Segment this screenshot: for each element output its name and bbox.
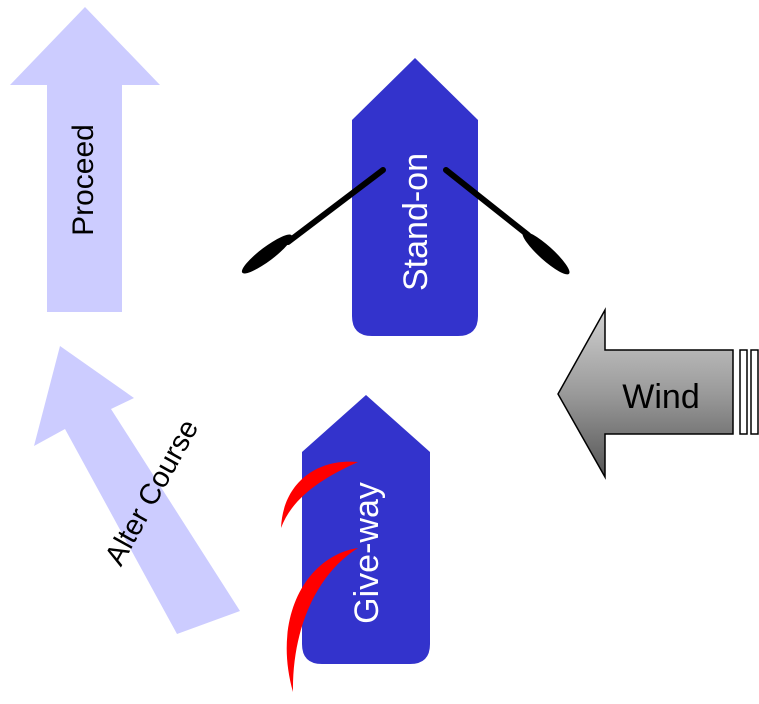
proceed-arrow-shape [10, 7, 160, 312]
proceed-label: Proceed [67, 124, 100, 236]
stand-on-hull [352, 58, 478, 336]
oar-icon [241, 167, 386, 274]
wind-tail-bar [750, 349, 759, 435]
paddle-stroke-icon [286, 548, 358, 692]
oar-icon [443, 167, 570, 275]
give-way-label: Give-way [348, 482, 386, 624]
proceed-arrow: Proceed [10, 7, 160, 312]
alter-course-arrow: Alter Course [34, 346, 240, 634]
give-way-hull [302, 395, 430, 664]
wind-arrow: Wind [557, 307, 759, 480]
paddle-stroke-icon [281, 461, 358, 528]
wind-label: Wind [622, 378, 699, 416]
stand-on-label: Stand-on [397, 153, 435, 291]
give-way-boat: Give-way [281, 395, 430, 692]
stand-on-boat: Stand-on [241, 58, 570, 336]
wind-tail-bar [739, 349, 748, 435]
wind-arrow-shape [557, 307, 734, 480]
alter-course-arrow-shape [34, 346, 240, 634]
